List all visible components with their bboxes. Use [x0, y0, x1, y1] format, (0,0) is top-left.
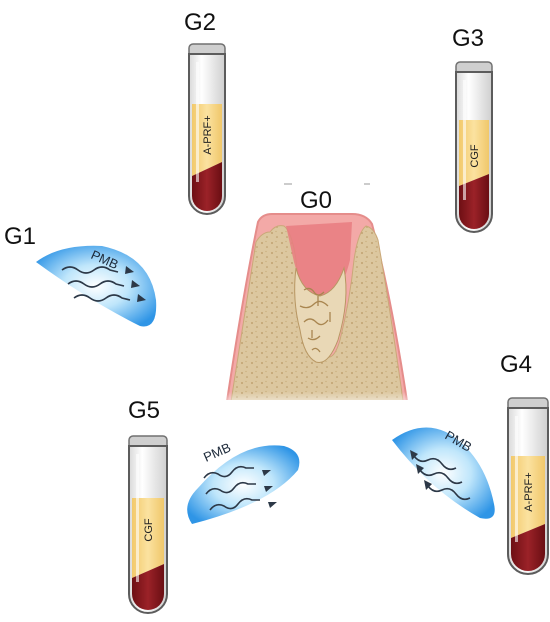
tube-label-g4: A-PRF+: [523, 472, 535, 511]
group-label-g1: G1: [4, 223, 36, 250]
tube-label-g3: CGF: [469, 144, 481, 168]
plasma-layer: [511, 456, 545, 538]
blood-layer: [459, 174, 489, 229]
bone-defect-illustration: [220, 213, 420, 420]
group-label-g2: G2: [184, 9, 216, 36]
tube-label-g5: CGF: [143, 518, 155, 542]
light-beam-g5: [187, 445, 300, 524]
tube-g4: [507, 397, 549, 575]
tube-g3: [455, 61, 493, 233]
tube-g5: [128, 435, 168, 614]
light-beam-g4: [392, 427, 495, 519]
tube-label-g2: A-PRF+: [202, 115, 214, 154]
plasma-layer: [132, 498, 164, 578]
plasma-layer: [192, 104, 222, 176]
plasma-layer: [459, 120, 489, 186]
group-label-g4: G4: [500, 351, 532, 378]
group-label-g5: G5: [128, 397, 160, 424]
blood-layer: [511, 524, 545, 571]
group-label-g0: G0: [300, 187, 332, 214]
light-beam-g1: [36, 245, 157, 327]
blood-layer: [132, 564, 164, 610]
blood-layer: [192, 162, 222, 211]
group-label-g3: G3: [452, 25, 484, 52]
tube-g2: [188, 43, 226, 215]
